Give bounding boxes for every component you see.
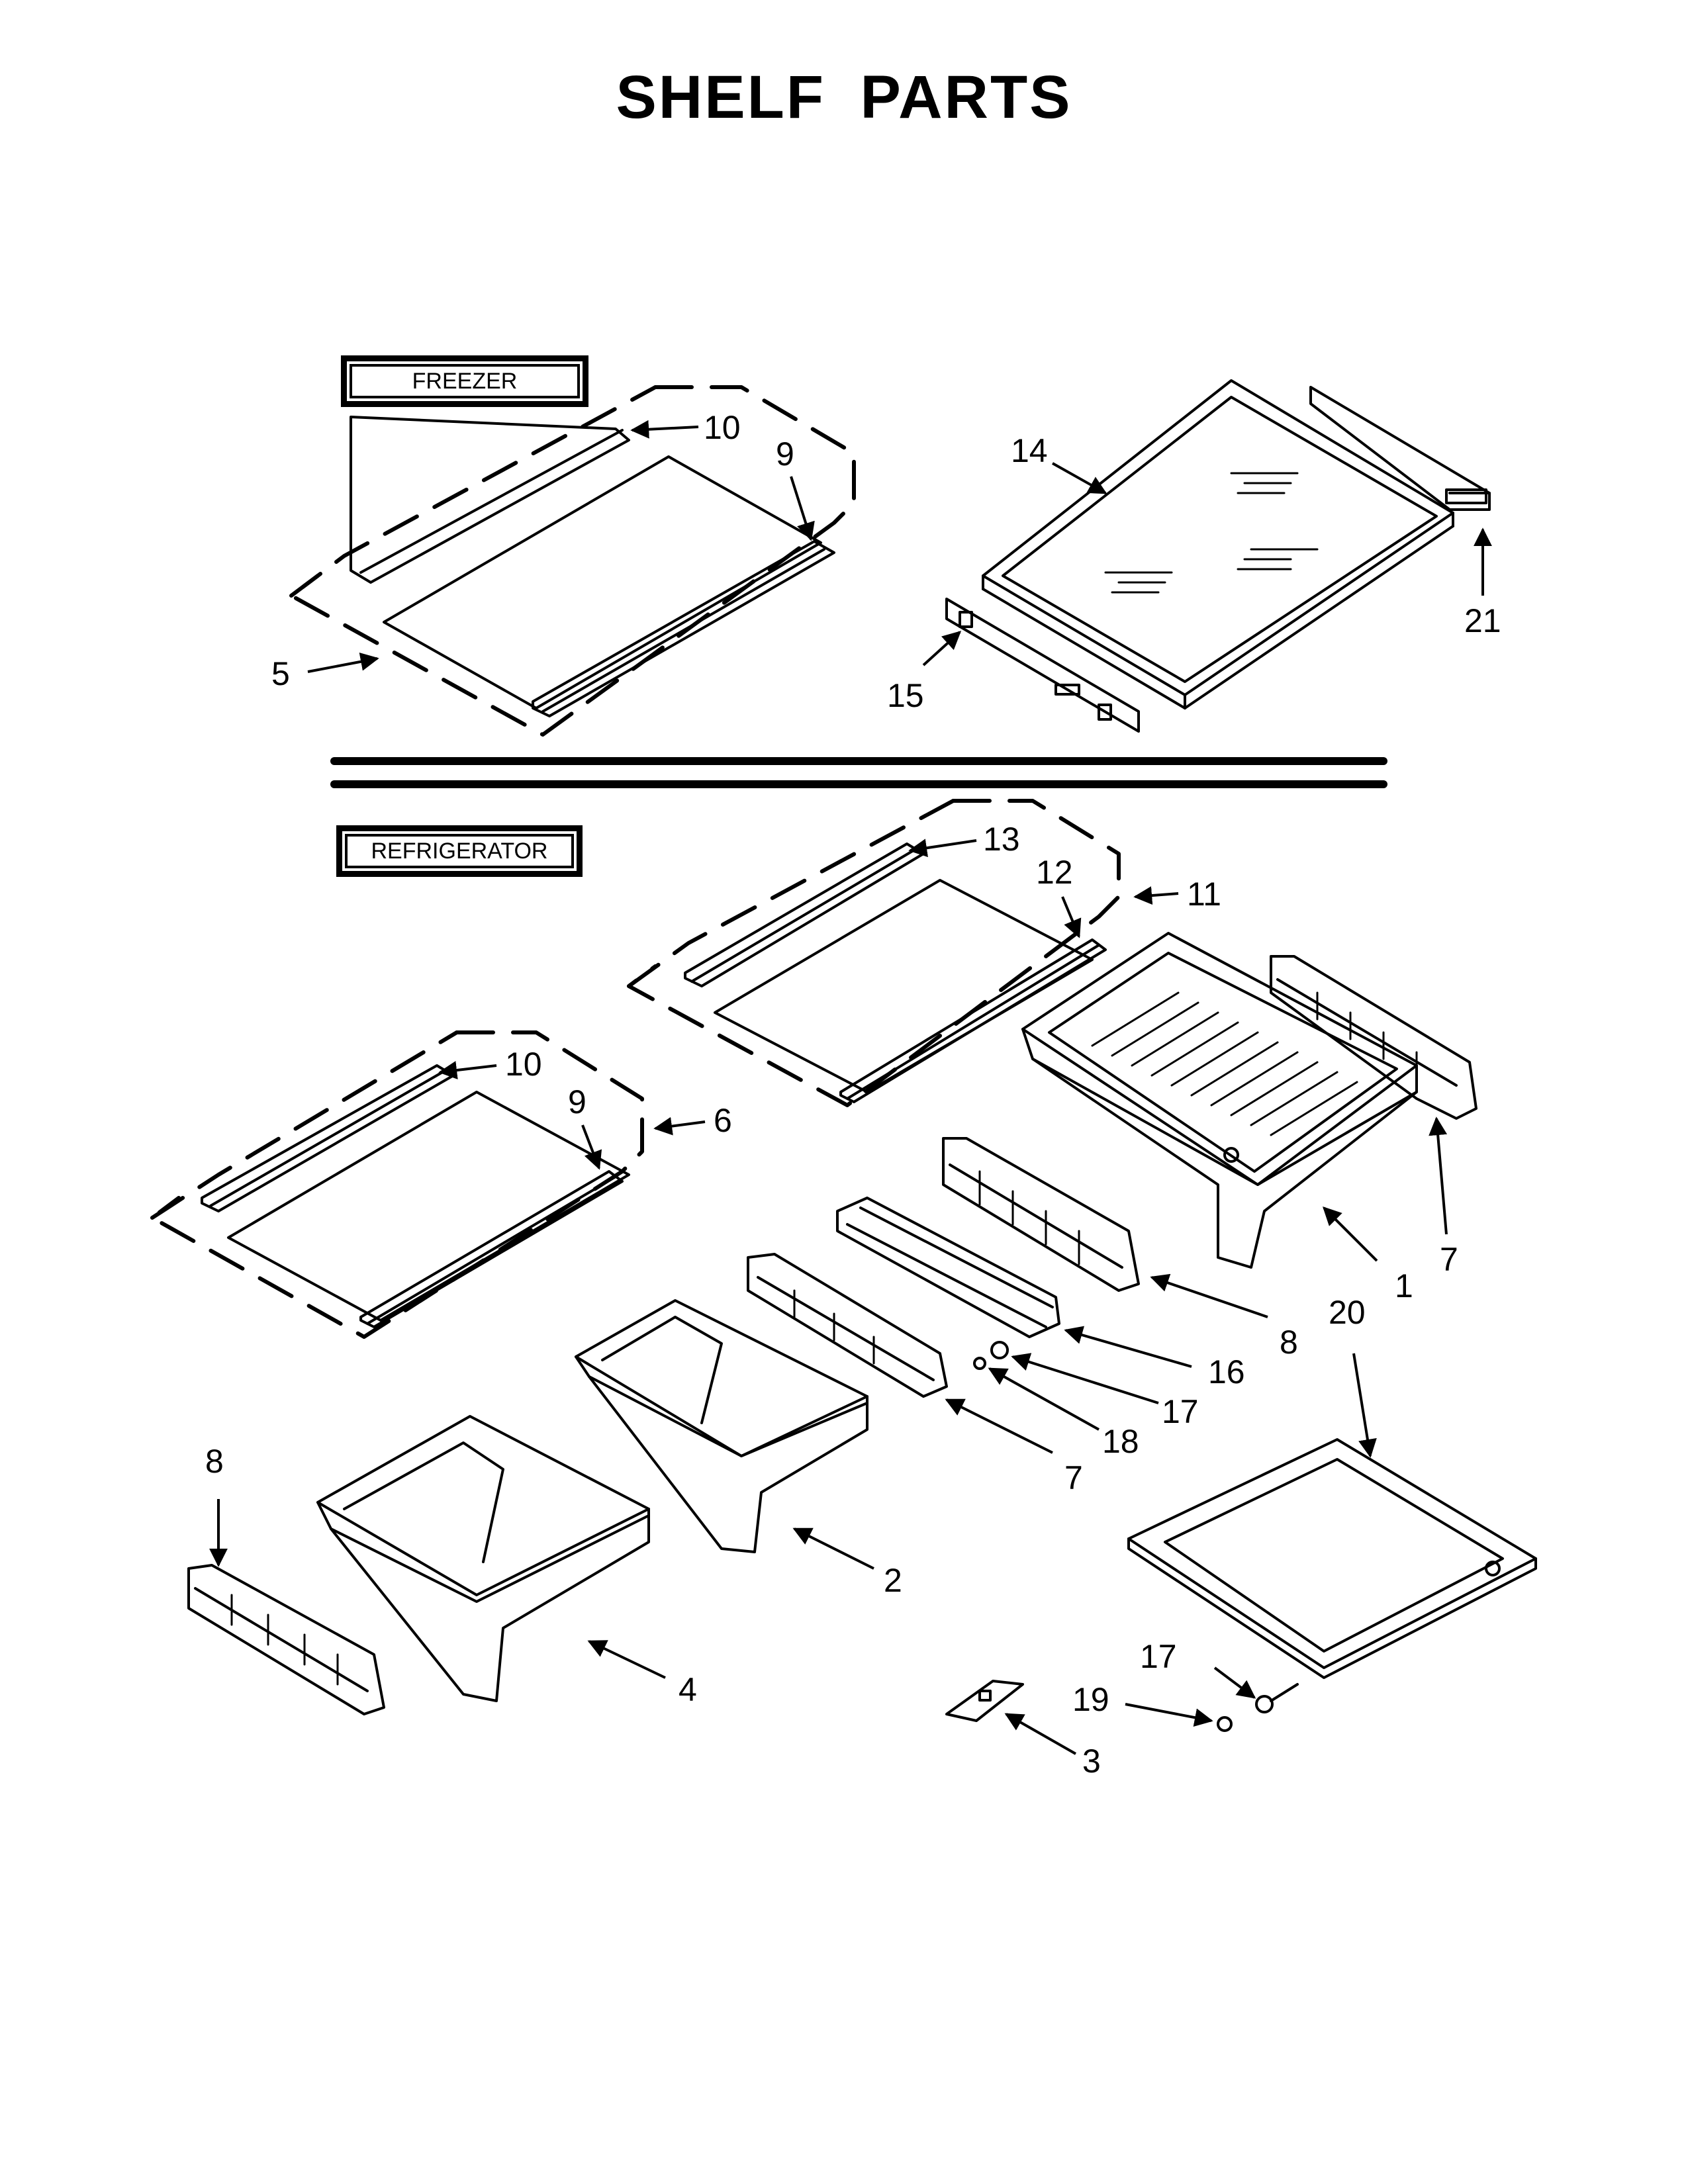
crisper-drawer-large: [316, 1415, 650, 1702]
refrigerator-section-label: REFRIGERATOR: [336, 825, 583, 877]
refrigerator-lower-rear-trim: [201, 1064, 455, 1212]
leader-r2: [792, 1527, 874, 1570]
washer-upper: [990, 1341, 1009, 1359]
leader-r7b: [945, 1398, 1053, 1454]
callout-f5: 5: [271, 655, 290, 692]
leader-f15: [922, 631, 962, 666]
refrigerator-lower-shelf-glass: [227, 1091, 630, 1322]
callout-r17a: 17: [1162, 1393, 1199, 1430]
leader-r11: [1133, 886, 1179, 905]
humidity-control-slide: [945, 1680, 1024, 1722]
callout-f9: 9: [776, 435, 794, 473]
callout-f10: 10: [704, 409, 741, 446]
leader-r1: [1323, 1206, 1378, 1262]
freezer-rear-trim: [350, 416, 630, 584]
callout-r9: 9: [568, 1083, 586, 1120]
callout-r13: 13: [983, 821, 1020, 858]
deli-drawer-rail-right: [1270, 955, 1477, 1120]
freezer-front-trim: [532, 540, 835, 717]
freezer-shelf-bracket-right: [1309, 386, 1491, 511]
leader-r10: [438, 1061, 497, 1079]
refrigerator-upper-front-trim: [839, 938, 1107, 1103]
leader-f14: [1052, 462, 1107, 494]
leader-r12: [1061, 896, 1082, 938]
leader-r20: [1352, 1353, 1377, 1458]
screw-lower: [1217, 1716, 1233, 1732]
refrigerator-lower-front-trim: [359, 1170, 624, 1328]
callout-r18: 18: [1102, 1423, 1139, 1460]
drawer-slide-rail-left: [747, 1253, 948, 1398]
callout-r7a: 7: [1440, 1241, 1458, 1278]
leader-r7a: [1429, 1116, 1448, 1235]
freezer-section-label: FREEZER: [341, 355, 588, 407]
callout-r7b: 7: [1064, 1459, 1083, 1496]
callout-r8b: 8: [205, 1443, 224, 1480]
leader-r17b: [1213, 1666, 1256, 1699]
refrigerator-upper-shelf-glass: [714, 879, 1094, 1093]
leader-r9: [581, 1124, 602, 1170]
leader-f9: [790, 476, 815, 541]
callout-f14: 14: [1011, 432, 1048, 469]
leader-r3: [1004, 1713, 1076, 1755]
callout-r2: 2: [884, 1562, 902, 1599]
freezer-glass-shelf: [982, 379, 1454, 709]
freezer-shelf-bracket-left: [945, 598, 1140, 733]
washer-lower: [1255, 1695, 1274, 1713]
leader-f5: [307, 652, 379, 673]
leader-r19: [1125, 1703, 1213, 1727]
leader-r8a: [1150, 1273, 1268, 1318]
refrigerator-upper-shelf-outline: [627, 799, 1121, 1107]
refrigerator-upper-rear-trim: [684, 842, 925, 987]
leader-r17a: [1011, 1353, 1159, 1404]
leader-r6: [653, 1116, 706, 1136]
leader-r16: [1064, 1326, 1192, 1368]
screw-upper: [973, 1357, 986, 1370]
drawer-slide-rail-middle: [942, 1137, 1140, 1292]
callout-f21: 21: [1464, 602, 1501, 639]
leader-f10: [630, 420, 699, 439]
callout-r16: 16: [1208, 1353, 1245, 1390]
callout-r6: 6: [714, 1102, 732, 1139]
callout-r12: 12: [1036, 854, 1073, 891]
callout-r8a: 8: [1280, 1324, 1298, 1361]
crisper-cover: [1127, 1438, 1537, 1679]
freezer-shelf-assembly-outline: [289, 385, 856, 737]
leader-r18: [988, 1367, 1100, 1431]
freezer-shelf-glass: [383, 455, 822, 709]
refrigerator-lower-shelf-outline: [150, 1030, 644, 1339]
callout-r3: 3: [1082, 1743, 1101, 1780]
callout-r17b: 17: [1140, 1638, 1177, 1675]
crisper-drawer-small: [575, 1299, 868, 1553]
callout-r1: 1: [1395, 1267, 1413, 1304]
callout-r10: 10: [505, 1046, 542, 1083]
page-title: SHELF PARTS: [616, 64, 1072, 131]
leader-r13: [908, 839, 977, 858]
callout-r11: 11: [1187, 876, 1221, 913]
leader-r4: [587, 1640, 666, 1679]
drawer-slide-rail-lower-left: [187, 1564, 385, 1715]
callout-r4: 4: [679, 1671, 697, 1708]
deli-drawer: [1021, 932, 1418, 1269]
callout-r19: 19: [1072, 1681, 1109, 1718]
drawer-slide-rail-center: [836, 1197, 1060, 1338]
callout-f15: 15: [887, 677, 924, 714]
callout-r20: 20: [1329, 1294, 1366, 1331]
